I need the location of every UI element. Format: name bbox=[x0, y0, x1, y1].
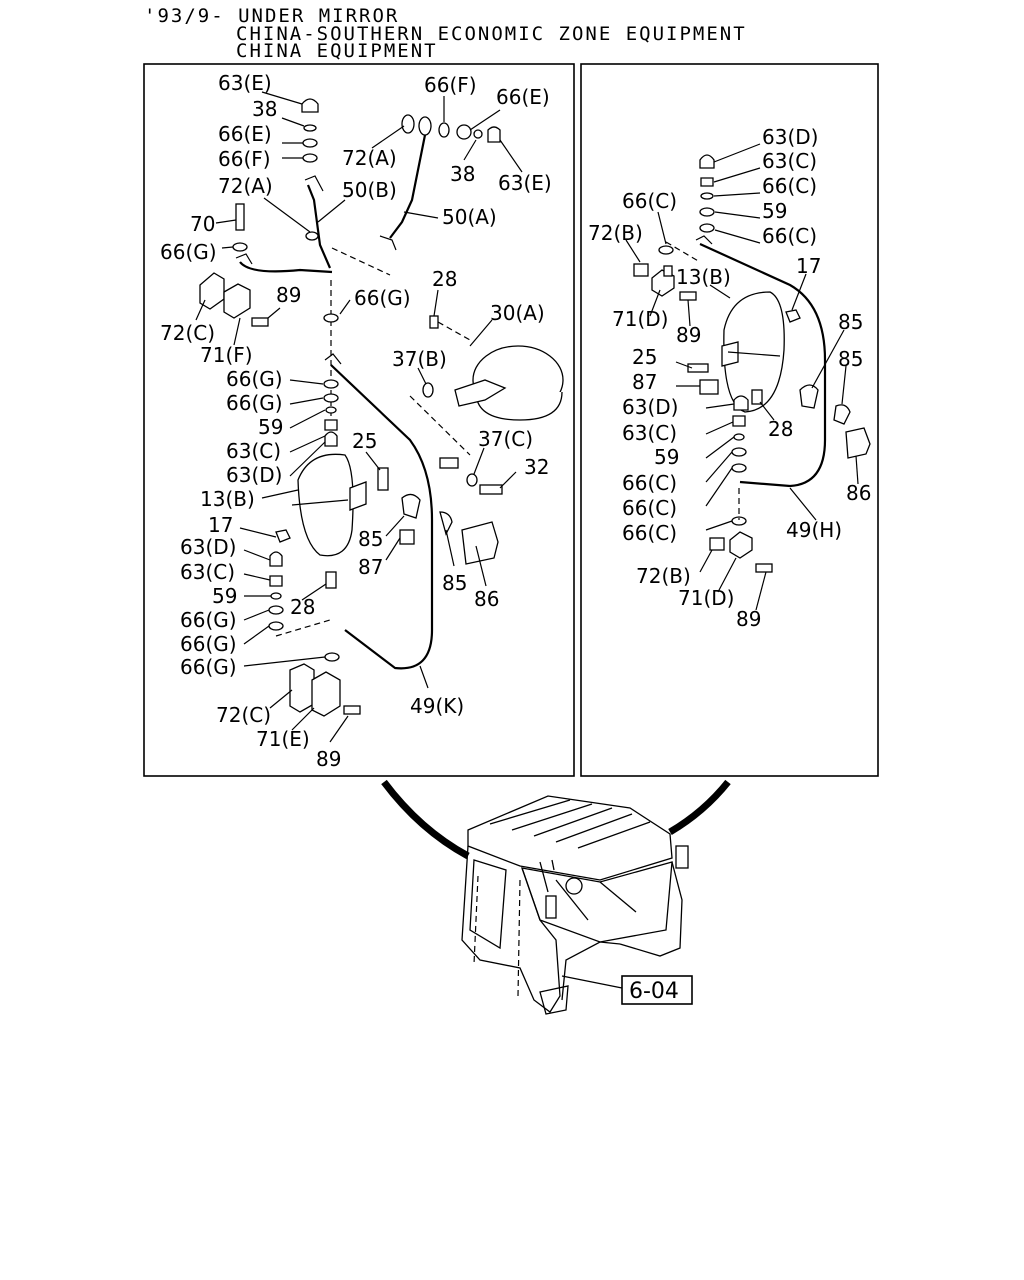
callout-32: 32 bbox=[524, 455, 549, 479]
r-callout-66c-3: 66(C) bbox=[622, 189, 677, 213]
header-line-3: CHINA EQUIPMENT bbox=[236, 40, 438, 62]
r-callout-28: 28 bbox=[768, 417, 793, 441]
callout-50b: 50(B) bbox=[342, 178, 397, 202]
callout-66g-lower-3: 66(G) bbox=[180, 655, 237, 679]
r-callout-13b: 13(B) bbox=[676, 265, 731, 289]
header-line-2: CHINA-SOUTHERN ECONOMIC ZONE EQUIPMENT bbox=[236, 23, 747, 45]
callout-85-b: 85 bbox=[442, 571, 467, 595]
callout-59: 59 bbox=[258, 415, 283, 439]
callout-66g-center: 66(G) bbox=[354, 286, 411, 310]
callout-72c-lower: 72(C) bbox=[216, 703, 271, 727]
r-callout-86: 86 bbox=[846, 481, 871, 505]
callout-63c: 63(C) bbox=[226, 439, 281, 463]
r-callout-87: 87 bbox=[632, 370, 657, 394]
callout-66f: 66(F) bbox=[218, 147, 271, 171]
callout-87: 87 bbox=[358, 555, 383, 579]
callout-85-a: 85 bbox=[358, 527, 383, 551]
r-callout-85-b: 85 bbox=[838, 347, 863, 371]
left-leader-lines bbox=[195, 91, 523, 743]
callout-63e-top: 63(E) bbox=[498, 171, 552, 195]
left-panel-drawing bbox=[199, 98, 564, 717]
callout-38-top: 38 bbox=[450, 162, 475, 186]
r-callout-63c-lower: 63(C) bbox=[622, 421, 677, 445]
r-callout-66c-4: 66(C) bbox=[622, 471, 677, 495]
right-panel-drawing bbox=[633, 154, 871, 573]
callout-63d: 63(D) bbox=[226, 463, 282, 487]
r-callout-71d: 71(D) bbox=[612, 307, 668, 331]
callout-66g-lower-2: 66(G) bbox=[180, 632, 237, 656]
reference-box bbox=[621, 975, 693, 1005]
callout-59-lower: 59 bbox=[212, 584, 237, 608]
callout-49k: 49(K) bbox=[410, 694, 464, 718]
left-callouts: 63(E) 38 66(E) 66(F) 72(A) 70 66(G) 72(C… bbox=[160, 71, 552, 771]
r-callout-72b-lower: 72(B) bbox=[636, 564, 691, 588]
callout-30a: 30(A) bbox=[490, 301, 545, 325]
callout-72a-top: 72(A) bbox=[342, 146, 397, 170]
r-callout-85-a: 85 bbox=[838, 310, 863, 334]
r-callout-63c: 63(C) bbox=[762, 149, 817, 173]
r-callout-25: 25 bbox=[632, 345, 657, 369]
r-callout-72b: 72(B) bbox=[588, 221, 643, 245]
callout-72c: 72(C) bbox=[160, 321, 215, 345]
callout-37c: 37(C) bbox=[478, 427, 533, 451]
r-callout-66c-6: 66(C) bbox=[622, 521, 677, 545]
left-panel-frame bbox=[143, 63, 575, 777]
callout-63d-lower: 63(D) bbox=[180, 535, 236, 559]
r-callout-17: 17 bbox=[796, 254, 821, 278]
callout-38: 38 bbox=[252, 97, 277, 121]
callout-63c-lower: 63(C) bbox=[180, 560, 235, 584]
r-callout-71d-lower: 71(D) bbox=[678, 586, 734, 610]
callout-66g-lower-1: 66(G) bbox=[180, 608, 237, 632]
callout-28-lower: 28 bbox=[290, 595, 315, 619]
callout-17: 17 bbox=[208, 513, 233, 537]
r-callout-59: 59 bbox=[762, 199, 787, 223]
r-callout-59-lower: 59 bbox=[654, 445, 679, 469]
callout-37b: 37(B) bbox=[392, 347, 447, 371]
callout-50a: 50(A) bbox=[442, 205, 497, 229]
callout-71f: 71(F) bbox=[200, 343, 253, 367]
callout-66g: 66(G) bbox=[160, 240, 217, 264]
callout-13b: 13(B) bbox=[200, 487, 255, 511]
callout-66g-stack-1: 66(G) bbox=[226, 367, 283, 391]
reference-box-label: 6-04 bbox=[629, 979, 679, 1004]
callout-71e: 71(E) bbox=[256, 727, 310, 751]
r-callout-49h: 49(H) bbox=[786, 518, 842, 542]
callout-66e: 66(E) bbox=[218, 122, 272, 146]
r-callout-66c-5: 66(C) bbox=[622, 496, 677, 520]
r-callout-66c-1: 66(C) bbox=[762, 174, 817, 198]
callout-63e: 63(E) bbox=[218, 71, 272, 95]
right-callouts: 63(D) 63(C) 66(C) 59 66(C) 66(C) 72(B) 1… bbox=[588, 125, 871, 631]
right-leader-lines bbox=[625, 143, 859, 611]
callout-66g-stack-2: 66(G) bbox=[226, 391, 283, 415]
callout-89-lower: 89 bbox=[316, 747, 341, 771]
cab-illustration bbox=[381, 779, 731, 1015]
callout-70: 70 bbox=[190, 212, 215, 236]
callout-72a: 72(A) bbox=[218, 174, 273, 198]
callout-66e-top: 66(E) bbox=[496, 85, 550, 109]
callout-89: 89 bbox=[276, 283, 301, 307]
r-callout-89: 89 bbox=[676, 323, 701, 347]
r-callout-66c-2: 66(C) bbox=[762, 224, 817, 248]
right-panel-frame bbox=[580, 63, 879, 777]
callout-86: 86 bbox=[474, 587, 499, 611]
callout-66f-top: 66(F) bbox=[424, 73, 477, 97]
header-line-1: '93/9- UNDER MIRROR bbox=[144, 5, 400, 27]
callout-25: 25 bbox=[352, 429, 377, 453]
r-callout-89-lower: 89 bbox=[736, 607, 761, 631]
r-callout-63d: 63(D) bbox=[762, 125, 818, 149]
r-callout-63d-lower: 63(D) bbox=[622, 395, 678, 419]
callout-28: 28 bbox=[432, 267, 457, 291]
